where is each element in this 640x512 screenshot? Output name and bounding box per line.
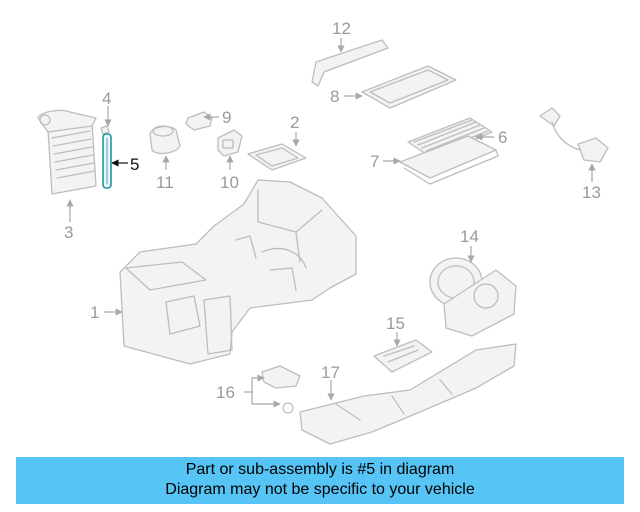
callout-5: 5 — [130, 155, 139, 174]
callout-13: 13 — [582, 183, 601, 202]
part-duct-elbow — [149, 125, 181, 155]
banner-line-1: Part or sub-assembly is #5 in diagram — [185, 461, 455, 478]
callout-9: 9 — [222, 108, 231, 127]
callout-7: 7 — [370, 152, 379, 171]
part-clip — [100, 125, 110, 135]
callout-10: 10 — [220, 173, 239, 192]
part-clips — [261, 365, 301, 414]
part-resistor — [373, 339, 433, 373]
part-filter-cover — [361, 65, 457, 109]
callout-6: 6 — [498, 128, 507, 147]
callout-15: 15 — [386, 314, 405, 333]
part-blower-motor — [429, 257, 517, 337]
part-gasket — [247, 143, 307, 171]
callout-2: 2 — [290, 113, 299, 132]
part-actuator — [185, 111, 213, 131]
callout-16: 16 — [216, 383, 235, 402]
callout-1: 1 — [90, 303, 99, 322]
part-seal-strip — [311, 39, 389, 87]
callout-12: 12 — [332, 19, 351, 38]
part-hvac-housing — [119, 179, 357, 365]
callout-8: 8 — [330, 87, 339, 106]
part-bracket — [217, 129, 243, 157]
callout-14: 14 — [460, 227, 479, 246]
callout-numbers: 12 8 9 4 5 6 7 2 11 10 3 13 14 1 15 17 1… — [64, 19, 601, 402]
part-hose — [539, 107, 609, 163]
part-filter-housing — [399, 135, 499, 185]
part-floor-duct — [299, 343, 517, 445]
info-banner: Part or sub-assembly is #5 in diagram Di… — [16, 457, 624, 504]
part-heater-core — [37, 109, 97, 195]
banner-line-2: Diagram may not be specific to your vehi… — [165, 481, 475, 498]
callout-17: 17 — [321, 363, 340, 382]
parts-diagram: 12 8 9 4 5 6 7 2 11 10 3 13 14 1 15 17 1… — [37, 19, 609, 445]
callout-4: 4 — [102, 89, 111, 108]
part-5-seal-highlighted — [102, 133, 112, 189]
callout-3: 3 — [64, 223, 73, 242]
callout-11: 11 — [156, 173, 174, 192]
leader-lines — [66, 38, 596, 408]
